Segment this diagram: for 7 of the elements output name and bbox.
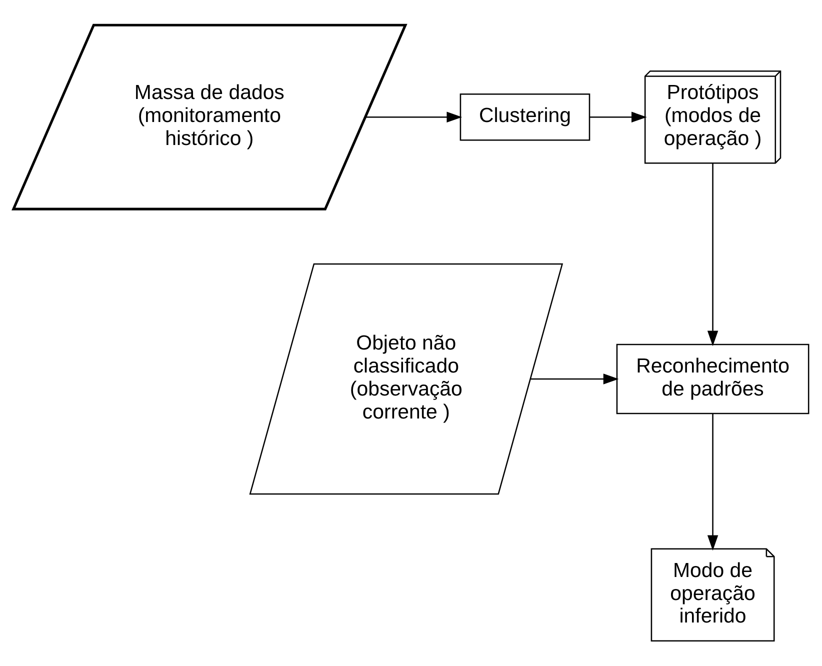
node-box: Clustering — [460, 93, 590, 141]
arrow — [530, 374, 619, 384]
arrow — [365, 112, 462, 122]
node-box: Reconhecimento de padrões — [616, 344, 810, 414]
arrow — [590, 112, 647, 122]
arrow — [707, 414, 718, 551]
arrow — [707, 164, 718, 346]
